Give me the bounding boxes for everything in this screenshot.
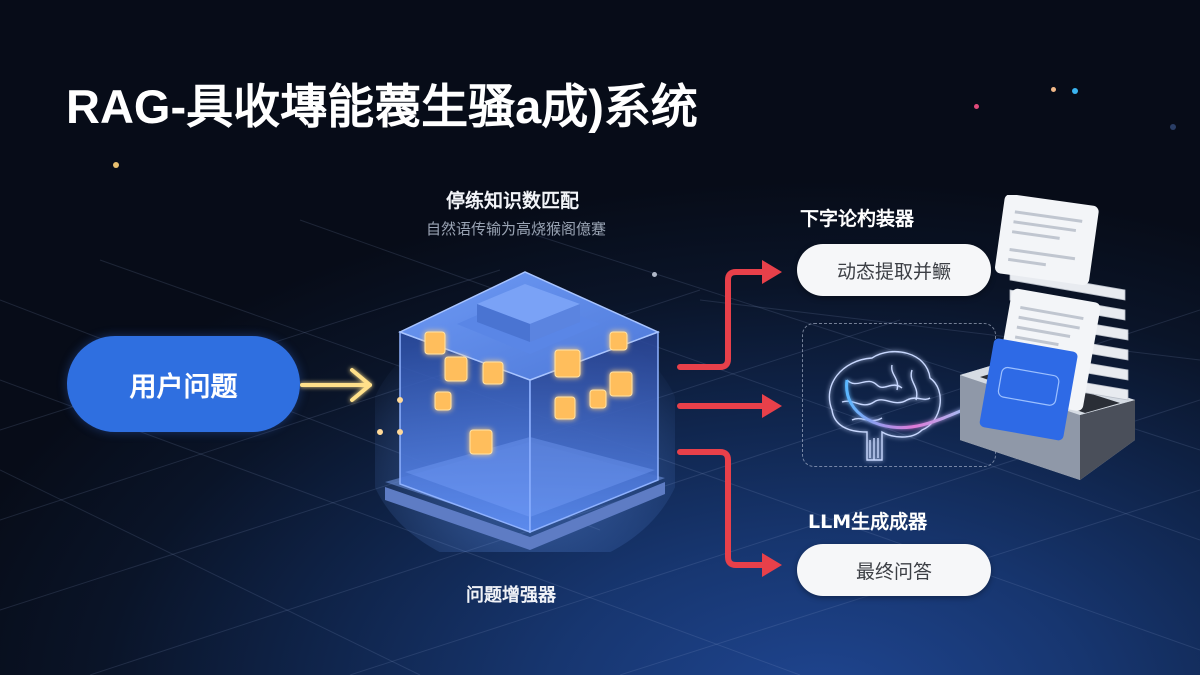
page-title: RAG-具收塼能薎生骚a成)系统 <box>66 80 698 133</box>
sparkle-dot <box>1072 88 1078 94</box>
dynamic-extract-pill[interactable]: 动态提取并鳜 <box>797 244 991 296</box>
final-answer-pill[interactable]: 最终问答 <box>797 544 991 596</box>
retriever-label: 下字论杓装器 <box>800 208 915 230</box>
sparkle-dot <box>652 272 657 277</box>
user-question-label: 用户问题 <box>129 371 238 403</box>
branch-arrows-icon <box>677 260 782 577</box>
knowledge-match-title: 停练知识数匹配 <box>446 190 580 212</box>
sparkle-dot <box>1051 87 1056 92</box>
sparkle-dot <box>113 162 119 168</box>
dynamic-extract-label: 动态提取并鳜 <box>836 260 951 283</box>
knowledge-cube-icon[interactable] <box>375 262 675 552</box>
question-enhancer-label: 问题增强器 <box>466 585 556 606</box>
user-question-node[interactable]: 用户问题 <box>67 336 300 432</box>
document-stack-icon <box>960 195 1135 480</box>
knowledge-match-subtitle: 自然语传输为高烧猴阁億蹇 <box>426 220 607 238</box>
sparkle-dot <box>1170 124 1176 130</box>
generator-label: LLM生成成器 <box>808 511 928 533</box>
glowing-arrow-right-icon <box>300 368 372 402</box>
final-answer-label: 最终问答 <box>855 560 932 583</box>
sparkle-dot <box>974 104 979 109</box>
